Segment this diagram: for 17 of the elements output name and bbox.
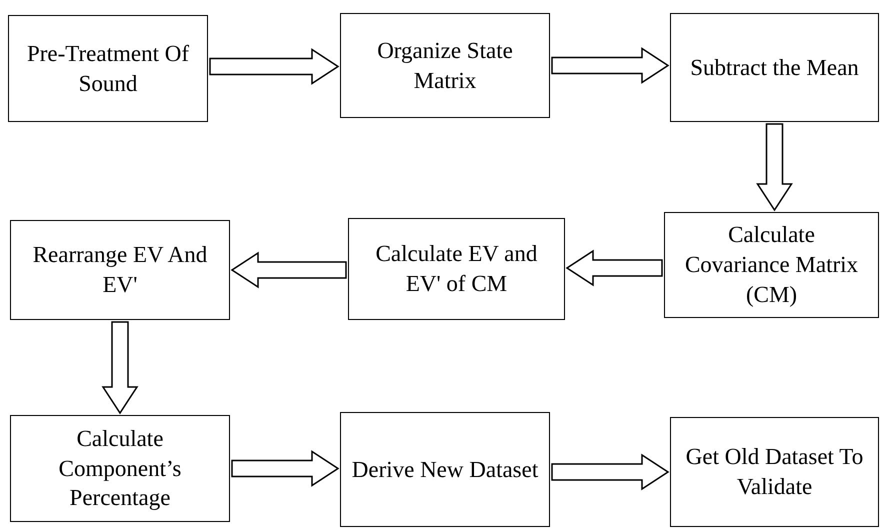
process-box: Calculate Component’s Percentage — [10, 415, 230, 522]
process-box: Rearrange EV And EV' — [10, 220, 230, 320]
process-box: Organize State Matrix — [340, 13, 550, 118]
process-box: Subtract the Mean — [670, 13, 879, 122]
block-arrow — [231, 450, 340, 487]
block-arrow — [551, 47, 670, 84]
process-box: Calculate EV and EV' of CM — [348, 218, 565, 320]
process-box: Derive New Dataset — [340, 412, 550, 527]
process-box: Get Old Dataset To Validate — [670, 417, 879, 527]
block-arrow — [209, 48, 340, 85]
block-arrow — [551, 454, 670, 490]
process-box: Calculate Covariance Matrix (CM) — [664, 212, 879, 318]
block-arrow — [102, 321, 138, 414]
block-arrow — [230, 252, 347, 288]
process-box: Pre-Treatment Of Sound — [8, 15, 208, 122]
block-arrow — [566, 250, 663, 286]
block-arrow — [756, 123, 793, 212]
